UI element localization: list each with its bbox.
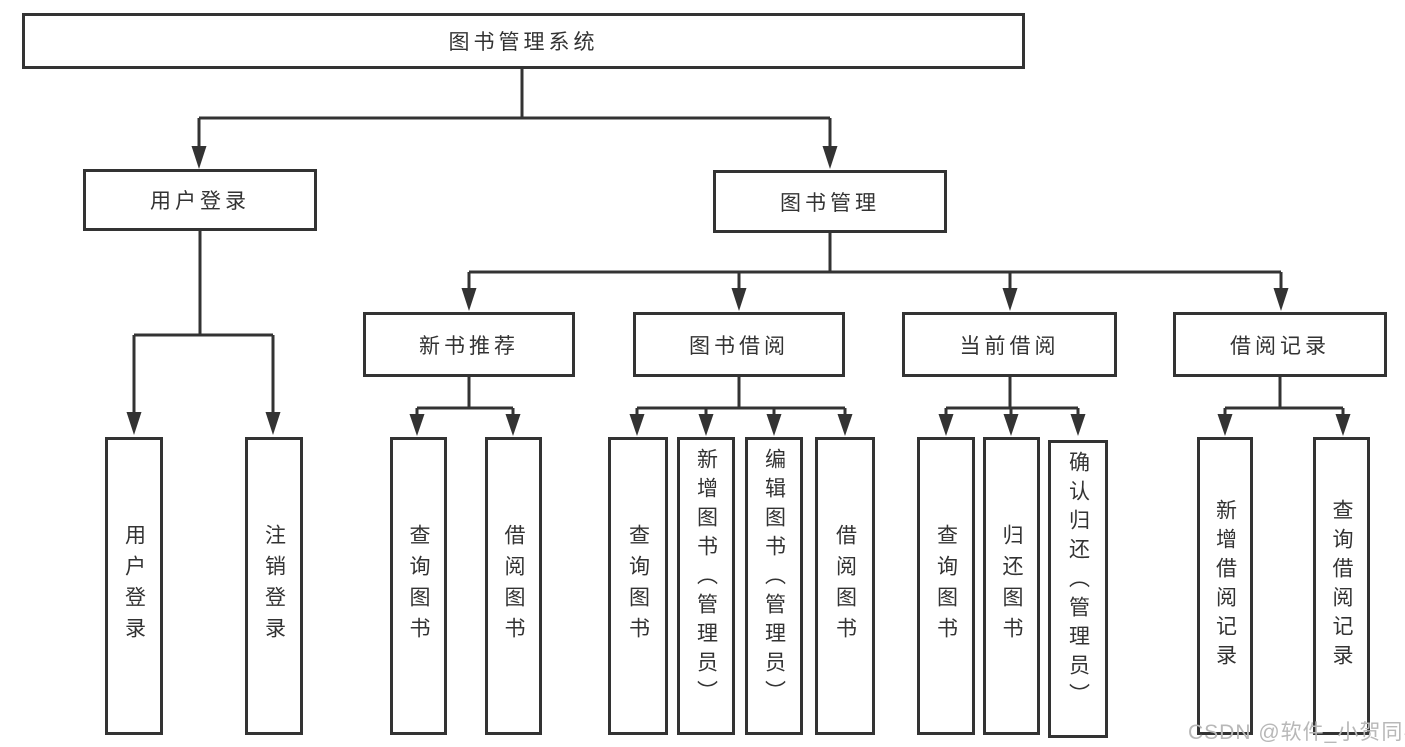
- node-book-management: 图书管理: [713, 170, 947, 233]
- node-borrowing-records: 借阅记录: [1173, 312, 1387, 377]
- leaf-return-books: 归还图书: [983, 437, 1040, 735]
- leaf-borrow-books-borrowing: 借阅图书: [815, 437, 875, 735]
- leaf-query-books-borrowing: 查询图书: [608, 437, 668, 735]
- node-book-borrowing: 图书借阅: [633, 312, 845, 377]
- node-label: 归还图书: [1000, 524, 1023, 648]
- node-label: 查询图书: [407, 524, 430, 648]
- node-label: 确认归还（管理员）: [1066, 451, 1090, 712]
- leaf-confirm-return-admin: 确认归还（管理员）: [1048, 440, 1108, 738]
- leaf-query-borrow-record: 查询借阅记录: [1313, 437, 1370, 735]
- node-current-borrowing: 当前借阅: [902, 312, 1117, 377]
- leaf-add-books-admin: 新增图书（管理员）: [677, 437, 735, 735]
- node-label: 查询图书: [626, 524, 650, 648]
- node-label: 用户登录: [122, 524, 146, 648]
- connector-paths: [132, 69, 1345, 416]
- leaf-borrow-books-recommend: 借阅图书: [485, 437, 542, 735]
- leaf-add-borrow-record: 新增借阅记录: [1197, 437, 1253, 735]
- leaf-query-books-current: 查询图书: [917, 437, 975, 735]
- node-label: 新增图书（管理员）: [694, 448, 718, 709]
- node-label: 当前借阅: [959, 334, 1060, 358]
- node-book-management-system: 图书管理系统: [22, 13, 1025, 69]
- node-label: 编辑图书（管理员）: [762, 448, 786, 709]
- node-label: 新书推荐: [419, 334, 519, 358]
- node-label: 图书管理系统: [448, 31, 599, 54]
- node-label: 查询借阅记录: [1330, 499, 1353, 673]
- node-label: 借阅图书: [502, 524, 525, 648]
- node-label: 用户登录: [150, 190, 250, 213]
- node-label: 注销登录: [262, 524, 286, 648]
- node-new-book-recommendation: 新书推荐: [363, 312, 575, 377]
- arrowheads: [126, 146, 1351, 436]
- node-label: 图书管理: [780, 191, 880, 215]
- csdn-watermark: CSDN @软件_小贺同学: [1188, 721, 1405, 744]
- node-label: 查询图书: [934, 524, 958, 648]
- leaf-logout-login: 注销登录: [245, 437, 303, 735]
- leaf-query-books-recommend: 查询图书: [390, 437, 447, 735]
- node-label: 图书借阅: [689, 334, 789, 358]
- node-user-login: 用户登录: [83, 169, 317, 231]
- leaf-user-login: 用户登录: [105, 437, 163, 735]
- node-label: 新增借阅记录: [1213, 499, 1237, 673]
- node-label: 借阅图书: [833, 524, 857, 648]
- leaf-edit-books-admin: 编辑图书（管理员）: [745, 437, 803, 735]
- node-label: 借阅记录: [1230, 334, 1330, 358]
